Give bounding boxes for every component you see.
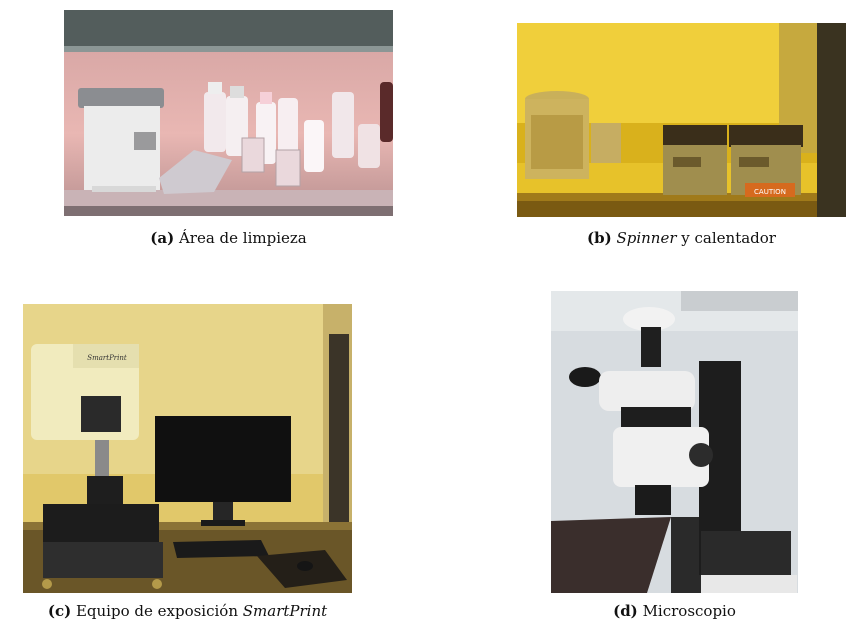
- caption-d: (d) Microscopio: [551, 602, 798, 620]
- hotplate-caution-label: CAUTION: [754, 188, 786, 196]
- figure-a-cleaning-area-photo: [64, 10, 393, 216]
- caption-a: (a) Área de limpieza: [64, 229, 393, 247]
- caption-d-text: Microscopio: [642, 602, 736, 620]
- caption-b-text: y calentador: [676, 229, 776, 247]
- figure-d-microscope-photo: [551, 291, 798, 593]
- caption-b-italic-text: Spinner: [616, 229, 677, 247]
- caption-a-label: (a): [150, 229, 175, 247]
- caption-c: (c) Equipo de exposición SmartPrint: [23, 602, 352, 620]
- caption-b-label: (b): [587, 229, 612, 247]
- caption-c-italic-text: SmartPrint: [242, 602, 328, 620]
- caption-c-text: Equipo de exposición: [75, 602, 243, 620]
- caption-b: (b) Spinner y calentador: [517, 229, 846, 247]
- caption-d-label: (d): [613, 602, 638, 620]
- caption-a-text: Área de limpieza: [178, 229, 307, 247]
- figure-c-smartprint-photo: SmartPrint: [23, 304, 352, 593]
- caption-c-label: (c): [47, 602, 72, 620]
- smartprint-logo: SmartPrint: [87, 354, 127, 362]
- figure-b-spinner-photo: CAUTION: [517, 23, 846, 217]
